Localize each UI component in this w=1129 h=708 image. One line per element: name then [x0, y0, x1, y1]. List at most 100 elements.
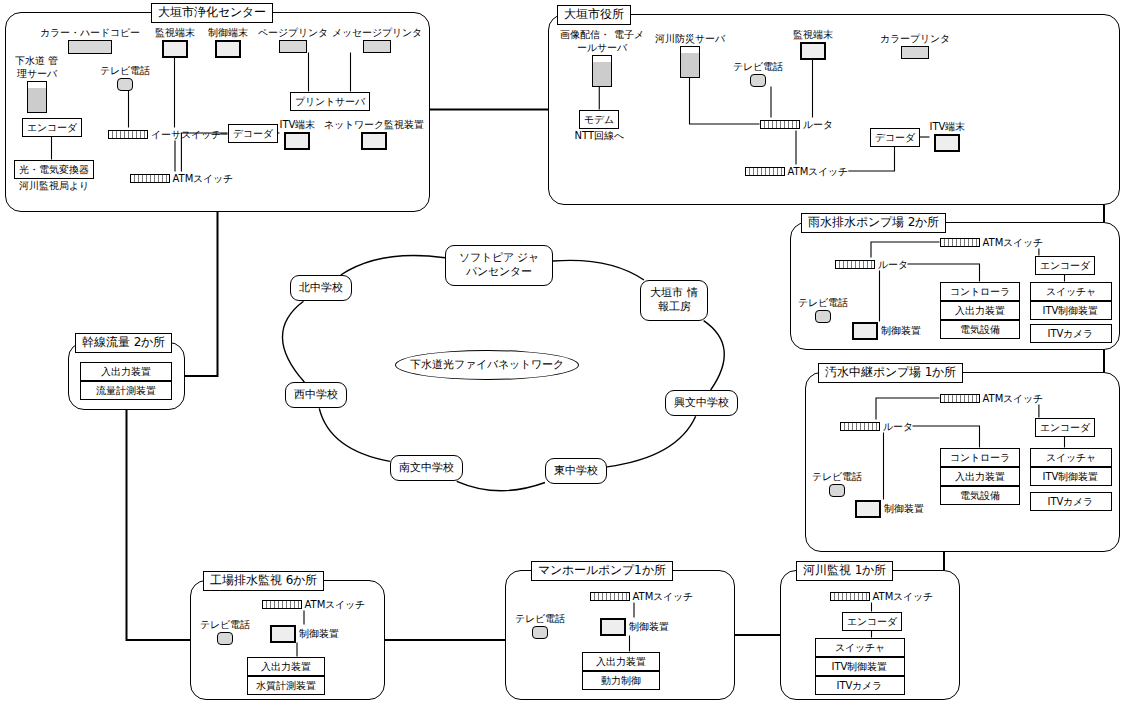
device-label: モデム [584, 114, 614, 125]
device-label: ATMスイッチ [305, 598, 366, 611]
device-label: テレビ電話 [515, 612, 565, 625]
device-box: ITVカメラ [815, 676, 905, 695]
site-container: 幹線流量 2か所入出力装置流量計測装置 [68, 342, 185, 410]
device-icon-item: ITV端末 [930, 120, 966, 152]
site-container: 大垣市浄化センター下水道 管理サーバカラー・ハードコピーテレビ電話監視端末制御端… [5, 12, 430, 212]
copier-icon [68, 40, 112, 54]
connector [704, 321, 725, 390]
switch-icon [262, 600, 302, 609]
device-frame: 光・電気変換器 [14, 160, 94, 179]
phone-icon [117, 78, 133, 91]
connector [599, 87, 600, 110]
device-label: エンコーダ [847, 616, 897, 627]
device-label: ATMスイッチ [788, 165, 849, 178]
connector [920, 136, 930, 137]
device-box: スイッチャ [1030, 448, 1112, 467]
device-frame: モデム [579, 110, 619, 129]
device-label: ATMスイッチ [633, 590, 694, 603]
device-box: ITV制御装置 [1030, 301, 1112, 320]
device-label: ページプリンタ [258, 26, 328, 39]
connector [308, 53, 309, 92]
device-icon-item: ATMスイッチ [940, 236, 1044, 249]
connector [607, 416, 696, 467]
device-icon-item: ATMスイッチ [830, 590, 934, 603]
connector [690, 78, 760, 125]
switch-icon [840, 422, 880, 431]
connector [174, 141, 175, 172]
switch-icon [940, 394, 980, 403]
device-icon-item: ITV端末 [280, 118, 316, 150]
printer-icon [279, 40, 307, 53]
device-label: コントローラ [950, 452, 1010, 463]
site-title: 汚水中継ポンプ場 1か所 [818, 363, 963, 383]
device-label: テレビ電話 [200, 618, 250, 631]
switch-icon [745, 167, 785, 176]
connector [1064, 275, 1065, 282]
device-icon-item: テレビ電話 [515, 612, 565, 639]
device-icon-item: ATMスイッチ [745, 165, 849, 178]
site-container: マンホールポンプ1か所ATMスイッチテレビ電話制御装置入出力装置動力制御 [505, 570, 735, 700]
phone-icon [815, 310, 831, 323]
device-icon-item: ATMスイッチ [590, 590, 694, 603]
device-label: テレビ電話 [100, 64, 150, 77]
pc-icon [600, 618, 626, 636]
device-label: ITV制御装置 [1043, 305, 1099, 316]
network-ellipse: 下水道光ファイバネットワーク [395, 350, 579, 380]
device-icon-item: テレビ電話 [200, 618, 250, 645]
device-label: 制御装置 [881, 324, 921, 337]
device-label: テレビ電話 [812, 470, 862, 483]
connector [883, 433, 884, 500]
device-icon-item: カラー・ハードコピー [40, 26, 140, 54]
device-label: 流量計測装置 [96, 385, 156, 396]
site-container: 雨水排水ポンプ場 2か所ATMスイッチルータエンコーダテレビ電話制御装置コントロ… [790, 222, 1120, 350]
device-box: コントローラ [940, 448, 1020, 467]
device-icon-item: テレビ電話 [100, 64, 150, 91]
connector [457, 481, 545, 490]
site-node: ソフトピア ジャパンセンター [445, 245, 553, 286]
site-label: ソフトピア ジャパンセンター [459, 251, 540, 278]
site-container: 河川監視 1か所ATMスイッチエンコーダスイッチャITV制御装置ITVカメラ [780, 570, 960, 700]
device-label: メッセージプリンタ [332, 26, 422, 39]
connector [319, 408, 390, 461]
phone-icon [829, 484, 845, 497]
device-label: エンコーダ [1040, 260, 1090, 271]
device-box: プリントサーバ [290, 92, 370, 111]
device-label: 制御装置 [299, 627, 339, 640]
site-title: マンホールポンプ1か所 [531, 561, 673, 581]
switch-icon [760, 120, 800, 129]
site-container: 汚水中継ポンプ場 1か所ATMスイッチルータエンコーダテレビ電話制御装置コントロ… [805, 372, 1120, 552]
device-box: 入出力装置 [940, 467, 1020, 486]
connector [127, 410, 191, 640]
connector [128, 91, 129, 128]
connector [296, 643, 297, 657]
connector [812, 60, 813, 118]
device-box: 入出力装置 [940, 301, 1020, 320]
site-label: 東中学校 [554, 464, 598, 477]
server-icon [680, 46, 700, 78]
device-icon-item: カラープリンタ [880, 32, 950, 59]
device-box: ITV制御装置 [1030, 467, 1112, 486]
device-label: コントローラ [950, 286, 1010, 297]
connector [341, 255, 445, 275]
device-icon-item: ATMスイッチ [940, 392, 1044, 405]
pc-icon [284, 132, 310, 150]
device-label: 入出力装置 [261, 661, 311, 672]
site-container: 大垣市役所画像配信・ 電子メールサーバ河川防災サーバテレビ電話監視端末カラープリ… [548, 14, 1120, 205]
device-icon-item: 制御装置 [852, 322, 921, 340]
site-title: 大垣市役所 [557, 5, 631, 25]
pc-icon [215, 40, 241, 58]
device-box: エンコーダ [22, 118, 82, 137]
connector [51, 137, 52, 160]
switch-icon [830, 592, 870, 601]
device-label: 制御装置 [629, 620, 669, 633]
device-icon-item: 監視端末 [793, 28, 833, 60]
device-box: スイッチャ [815, 638, 905, 657]
device-icon-item: 河川防災サーバ [655, 32, 725, 78]
connector [876, 398, 940, 420]
connector [174, 58, 175, 128]
device-label: ITVカメラ [1048, 328, 1094, 339]
device-box: エンコーダ [1035, 256, 1095, 275]
device-icon-item: テレビ電話 [798, 296, 848, 323]
device-label: 監視端末 [155, 26, 195, 39]
